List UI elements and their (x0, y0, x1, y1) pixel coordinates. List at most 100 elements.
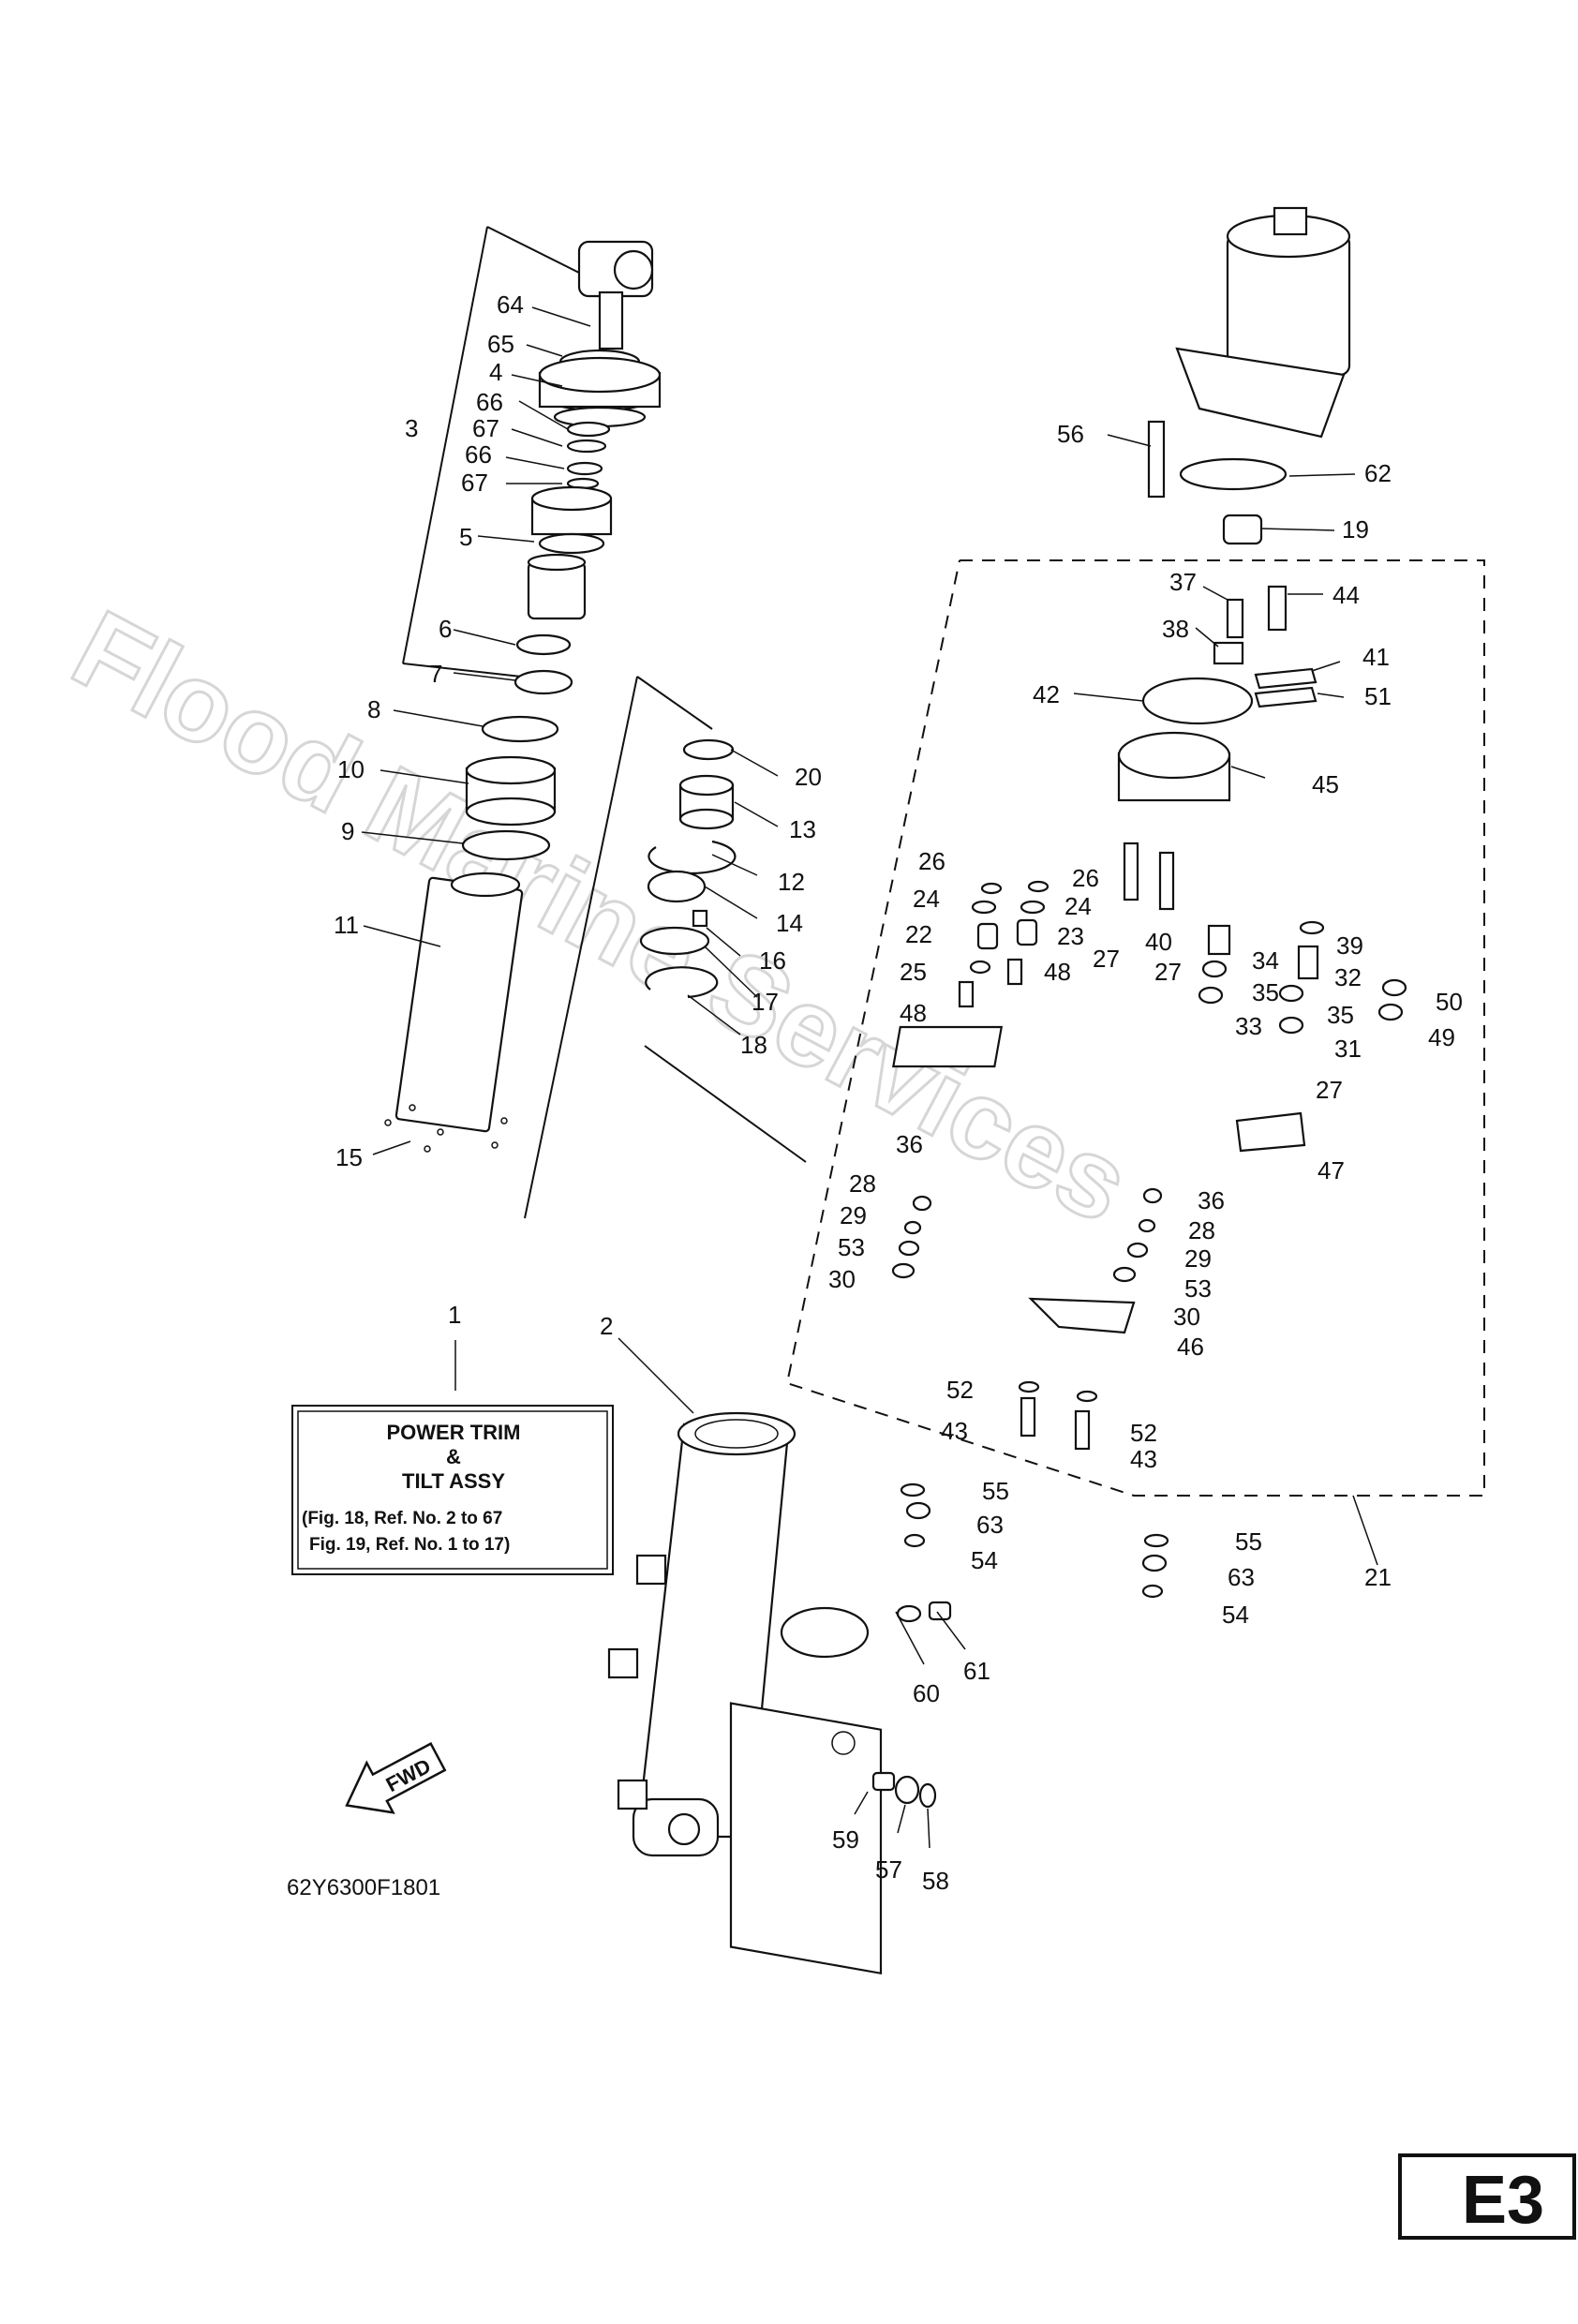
callout-50: 50 (1436, 988, 1463, 1016)
callout-65: 65 (487, 330, 514, 358)
callout-56: 56 (1057, 420, 1084, 448)
pump-valve-parts (871, 842, 1407, 1809)
part-13-valve (678, 774, 735, 830)
callout-5: 5 (459, 523, 472, 551)
callout-54: 54 (971, 1546, 998, 1574)
callout-35: 35 (1252, 978, 1279, 1006)
callout-44: 44 (1332, 581, 1360, 609)
part-10-gland (465, 755, 557, 827)
callout-38: 38 (1162, 615, 1189, 643)
callout-13: 13 (789, 815, 816, 843)
callout-34: 34 (1252, 946, 1279, 975)
callout-24: 24 (913, 885, 940, 913)
part-66-67-orings (566, 421, 611, 490)
callout-52b: 52 (1130, 1419, 1157, 1447)
part-11-cylinder (394, 872, 524, 1133)
watermark: Flood Marine Services (54, 587, 1149, 1247)
part-14-seat (647, 870, 707, 903)
callout-48: 48 (900, 999, 927, 1027)
callout-29b: 29 (1184, 1244, 1212, 1273)
callout-63b: 63 (1228, 1563, 1255, 1591)
part-15-pins (384, 1104, 508, 1153)
callout-60: 60 (913, 1679, 940, 1707)
callout-16: 16 (759, 946, 786, 975)
part-42-plate (1141, 677, 1254, 725)
callout-19: 19 (1342, 515, 1369, 544)
part-44-bolt (1267, 585, 1288, 632)
callout-8: 8 (367, 695, 380, 723)
callout-63: 63 (976, 1511, 1004, 1539)
part-20-oring (682, 738, 735, 761)
callout-26b: 26 (1072, 864, 1099, 892)
part-64-tilt-rod-eye (577, 240, 654, 350)
part-7-ring (514, 669, 573, 695)
callout-33: 33 (1235, 1012, 1262, 1040)
info-box-title-1: POWER TRIM (387, 1421, 521, 1444)
part-9-oring (461, 829, 551, 861)
callout-40: 40 (1145, 928, 1172, 956)
callout-42: 42 (1033, 680, 1060, 708)
callout-49: 49 (1428, 1023, 1455, 1051)
callout-46: 46 (1177, 1333, 1204, 1361)
callout-23: 23 (1057, 922, 1084, 950)
callout-54b: 54 (1222, 1601, 1249, 1629)
part-12-circlip (648, 840, 737, 874)
callout-59: 59 (832, 1825, 859, 1854)
part-37-spring (1226, 598, 1244, 639)
callout-17: 17 (752, 988, 779, 1016)
callout-labels: 64 65 4 66 67 66 67 3 5 6 7 8 10 9 11 15… (334, 290, 1463, 1895)
part-8-oring (481, 715, 559, 743)
part-41-51-valves (1254, 667, 1317, 708)
callout-31: 31 (1334, 1035, 1362, 1063)
callout-53: 53 (838, 1233, 865, 1261)
part-2-cylinder-body (607, 1411, 883, 1975)
part-17-ring (639, 926, 710, 956)
part-18-circlip (645, 966, 719, 999)
callout-41: 41 (1362, 643, 1390, 671)
callout-45: 45 (1312, 770, 1339, 798)
callout-37: 37 (1169, 568, 1197, 596)
callout-3: 3 (405, 414, 418, 442)
part-4-piston-cap (538, 349, 662, 428)
part-62-oring (1179, 457, 1288, 491)
callout-53b: 53 (1184, 1274, 1212, 1303)
callout-58: 58 (922, 1867, 949, 1895)
callout-18: 18 (740, 1031, 767, 1059)
part-56-bolt (1147, 420, 1166, 499)
part-16-spring (692, 909, 708, 928)
callout-25: 25 (900, 958, 927, 986)
assy-21-boundary (785, 559, 1485, 1497)
callout-43: 43 (941, 1417, 968, 1445)
callout-2: 2 (600, 1312, 613, 1340)
callout-66: 66 (476, 388, 503, 416)
info-box-ref-2: Fig. 19, Ref. No. 1 to 17) (309, 1535, 510, 1555)
info-box-callout: 1 (448, 1301, 461, 1329)
middle-bracket (524, 676, 807, 1219)
callout-35b: 35 (1327, 1001, 1354, 1029)
part-6-oring (515, 633, 572, 656)
callout-26: 26 (918, 847, 945, 875)
info-box-title-2: & (446, 1445, 461, 1468)
callout-15: 15 (335, 1143, 363, 1171)
callout-24b: 24 (1064, 892, 1092, 920)
callout-4: 4 (489, 358, 502, 386)
diagram-code: 62Y6300F1801 (287, 1875, 440, 1900)
part-19-coupling (1222, 514, 1263, 545)
callout-27c: 27 (1316, 1076, 1343, 1104)
callout-57: 57 (875, 1855, 902, 1884)
callout-29: 29 (840, 1201, 867, 1229)
callout-21: 21 (1364, 1563, 1392, 1591)
part-motor (1175, 206, 1351, 439)
callout-22: 22 (905, 920, 932, 948)
callout-32: 32 (1334, 963, 1362, 991)
page-tag: E3 (1462, 2163, 1544, 2238)
callout-55: 55 (982, 1477, 1009, 1505)
callout-28b: 28 (1188, 1216, 1215, 1244)
callout-30b: 30 (1173, 1303, 1200, 1331)
part-38-nut (1213, 641, 1244, 665)
callout-51: 51 (1364, 682, 1392, 710)
fwd-arrow: FWD (345, 1742, 447, 1814)
callout-36: 36 (896, 1130, 923, 1158)
callout-64: 64 (497, 290, 524, 319)
